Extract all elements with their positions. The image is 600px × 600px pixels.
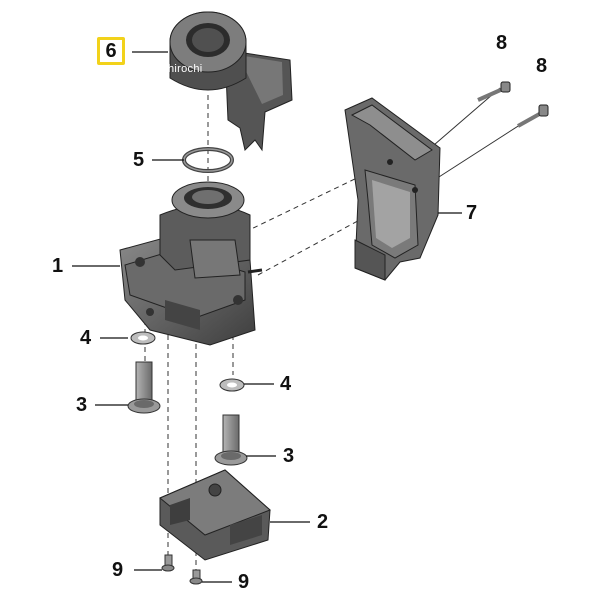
part-6-ignition-switch	[169, 11, 293, 152]
callout-2[interactable]: 2	[317, 511, 329, 533]
part-4-washers	[130, 331, 245, 392]
part-9-small-screws	[161, 554, 203, 585]
part-7-bracket	[344, 97, 441, 281]
callout-8-right[interactable]: 8	[536, 55, 548, 77]
watermark-text: hirochi	[168, 63, 203, 75]
callout-3-left[interactable]: 3	[76, 394, 88, 416]
callout-1[interactable]: 1	[52, 255, 64, 277]
part-3-screws	[127, 361, 248, 466]
callout-9-left[interactable]: 9	[112, 559, 124, 581]
callout-7[interactable]: 7	[466, 202, 478, 224]
part-2-module	[159, 469, 271, 561]
callout-6-highlight[interactable]: 6	[97, 37, 125, 65]
callout-4-left[interactable]: 4	[80, 327, 92, 349]
callout-4-right[interactable]: 4	[280, 373, 292, 395]
callout-6: 6	[105, 40, 117, 62]
callout-9-right[interactable]: 9	[238, 571, 250, 593]
callout-3-right[interactable]: 3	[283, 445, 295, 467]
callout-8-left[interactable]: 8	[496, 32, 508, 54]
callout-leaders	[72, 51, 462, 583]
part-1-housing	[119, 181, 263, 346]
callout-5[interactable]: 5	[133, 149, 145, 171]
part-8-bolts	[477, 81, 549, 128]
